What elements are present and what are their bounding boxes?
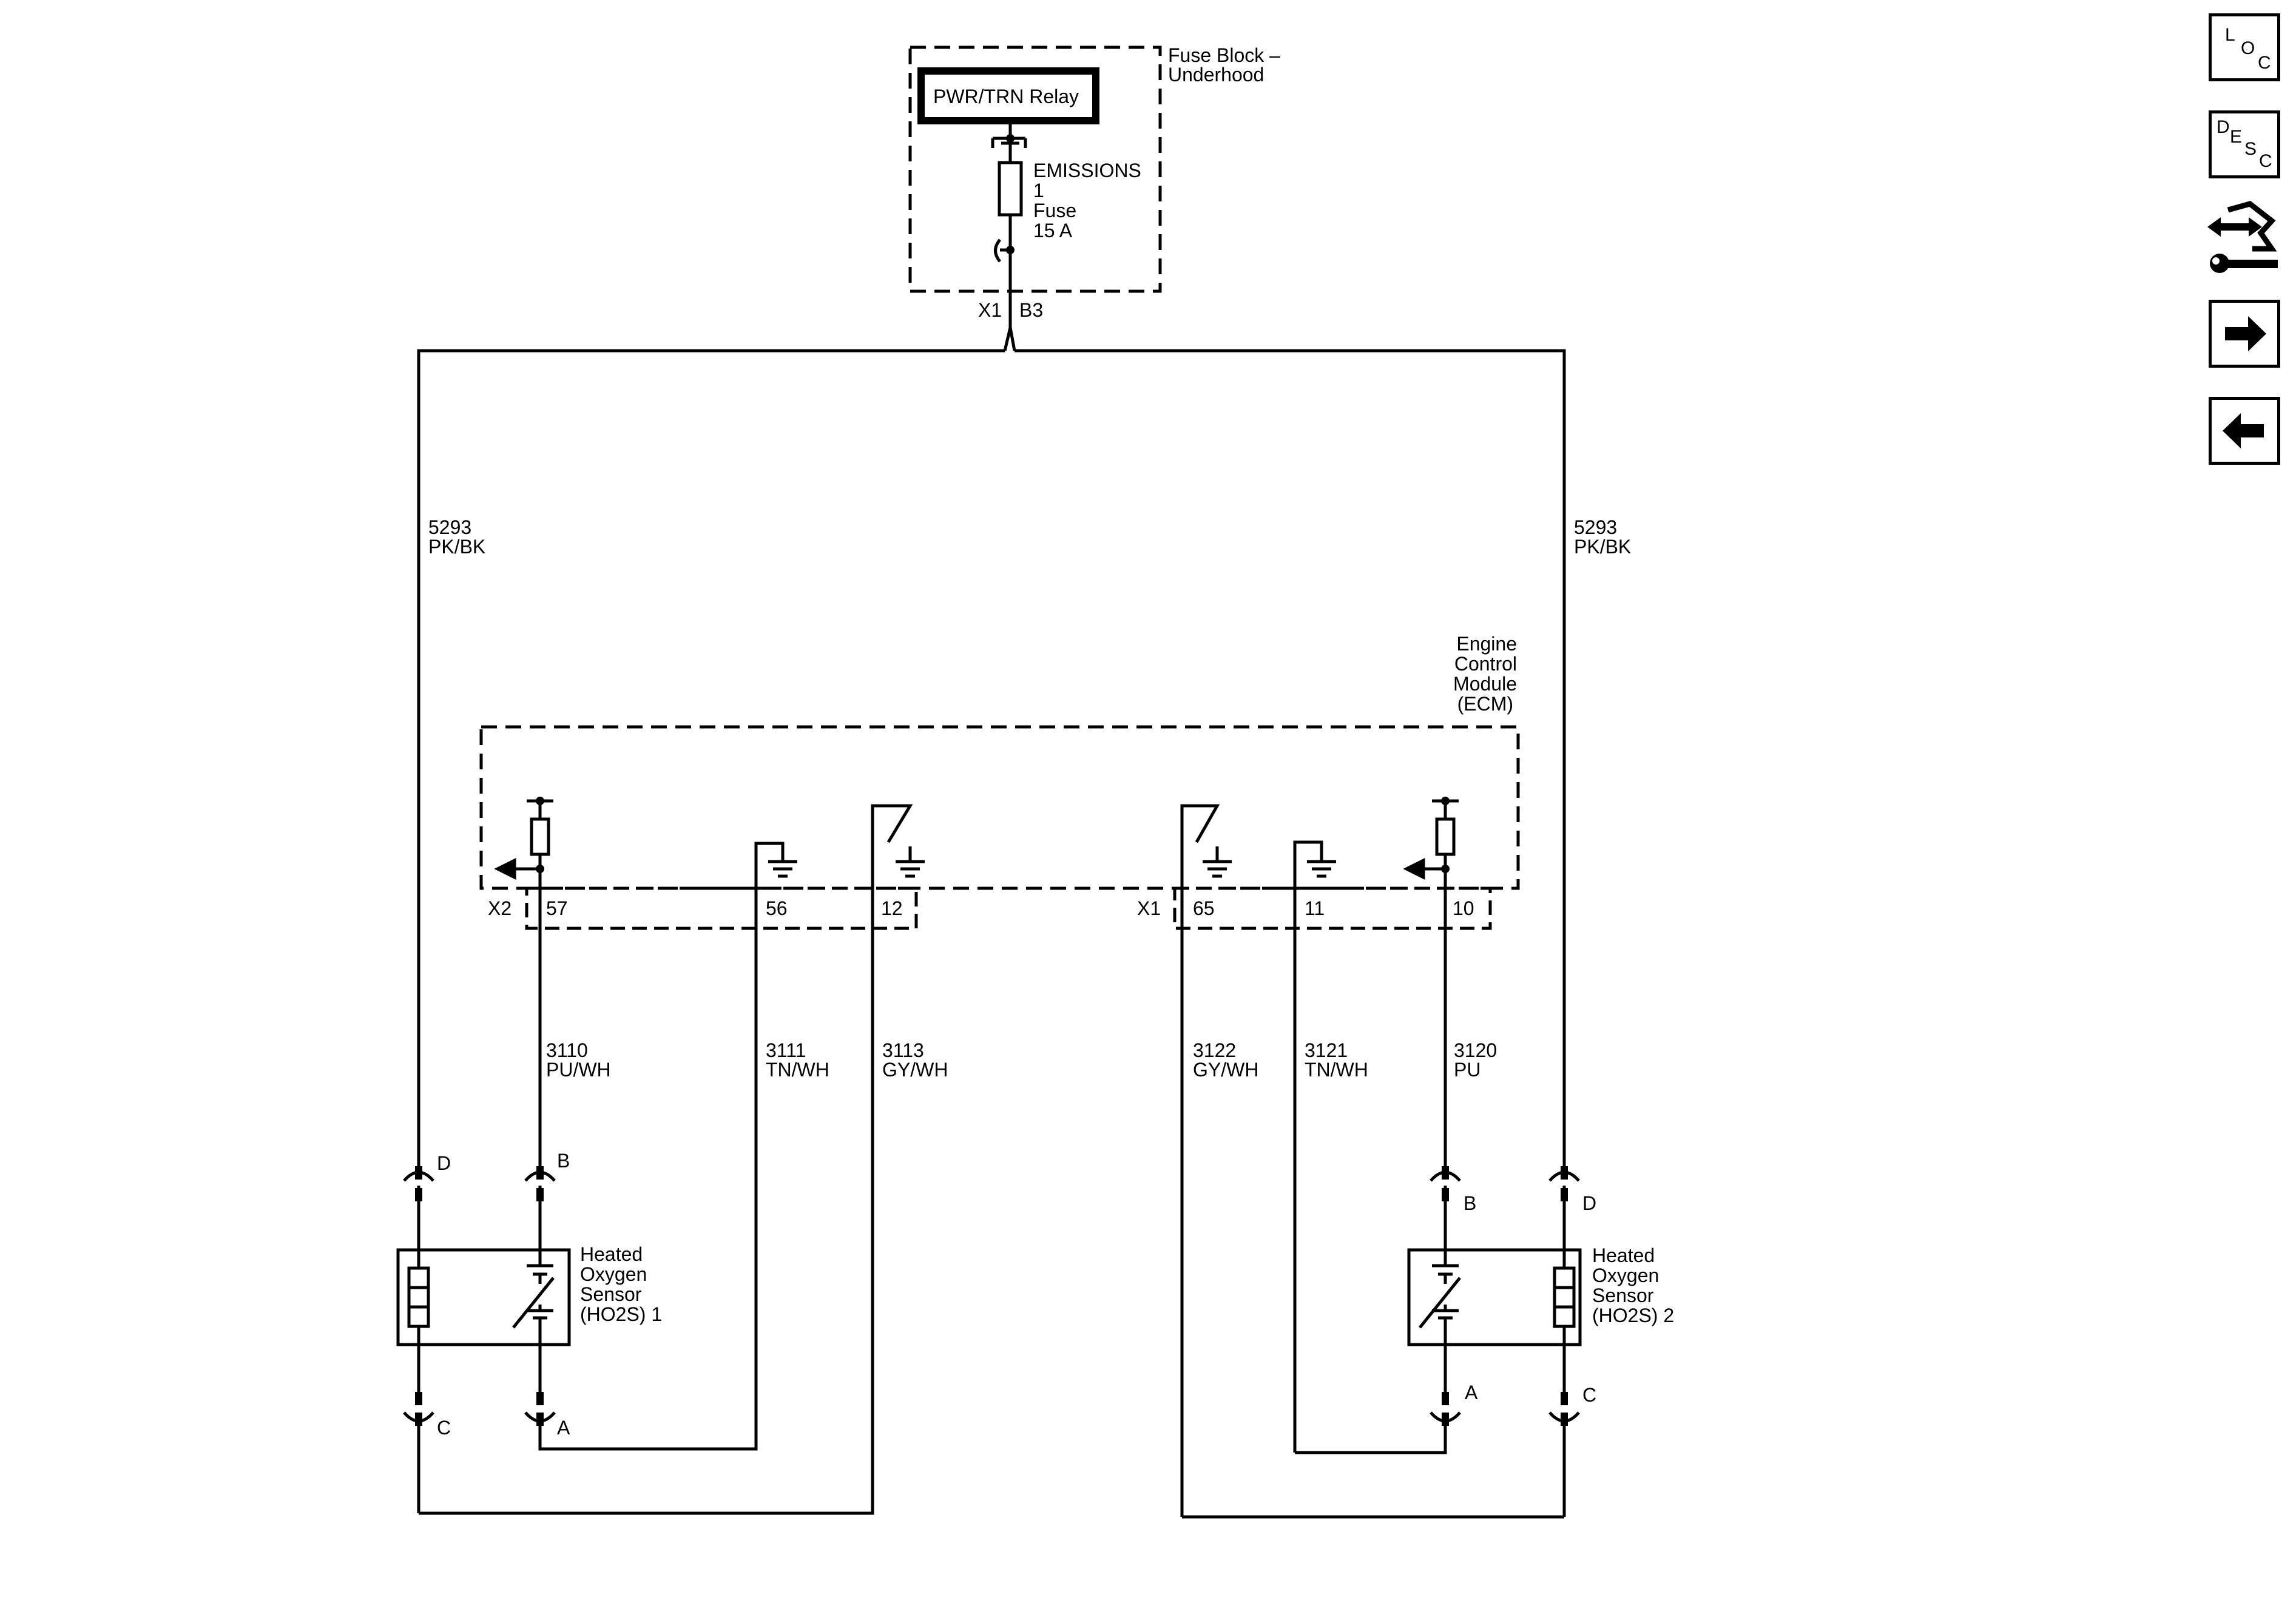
previous-page-button[interactable]	[2209, 397, 2280, 465]
wire-5293-left-num: 5293	[428, 516, 471, 538]
wire-5293-left	[417, 349, 1005, 1166]
fuse-word: Fuse	[1033, 200, 1076, 221]
wire-3121	[1295, 1419, 1447, 1454]
ecm-pin-56: 56	[766, 897, 788, 919]
desc-letter-e: E	[2230, 127, 2243, 147]
fuse-block-box	[908, 46, 1162, 293]
ho2s1-pin-a: A	[557, 1417, 570, 1439]
arrow-left-icon	[2223, 413, 2264, 448]
desc-letter-s: S	[2244, 139, 2257, 159]
fuse-splice-top	[1006, 134, 1015, 143]
ecm-switch-12-icon	[871, 804, 925, 978]
wire-3110-num: 3110	[546, 1039, 588, 1061]
wire-3110-color: PU/WH	[546, 1059, 611, 1081]
ecm-pin-11: 11	[1305, 897, 1325, 919]
wire-3111-color: TN/WH	[766, 1059, 829, 1081]
ho2s2-pin-d: D	[1582, 1192, 1596, 1214]
wire-3121-color: TN/WH	[1305, 1059, 1368, 1081]
ho2s1-heater-icon	[407, 1266, 430, 1328]
loc-letter-c: C	[2258, 53, 2271, 73]
x1-b3-connector-icon	[994, 238, 1001, 263]
ho2s2-box	[1407, 1248, 1582, 1346]
ecm-ground-56-icon	[754, 842, 797, 978]
ho2s1-label-2: Oxygen	[580, 1263, 647, 1285]
ho2s1-pin-d: D	[437, 1152, 451, 1174]
ecm-box	[479, 725, 1520, 890]
ho2s1-label-4: (HO2S) 1	[580, 1303, 662, 1325]
desc-letter-c: C	[2259, 151, 2272, 171]
wire-5293-right-num: 5293	[1574, 516, 1617, 538]
ho2s2-pin-a: A	[1465, 1382, 1478, 1403]
ho2s2-label-3: Sensor	[1592, 1284, 1654, 1306]
wire-5293-right-color: PK/BK	[1574, 536, 1631, 558]
ecm-label-2: Control	[1454, 653, 1517, 675]
description-button[interactable]: D E S C	[2209, 110, 2280, 178]
wire-3113-num: 3113	[882, 1039, 924, 1061]
ecm-pullup-57-icon	[511, 799, 553, 871]
ecm-pin-57: 57	[546, 897, 568, 919]
ho2s2-label-4: (HO2S) 2	[1592, 1305, 1674, 1326]
arrow-right-icon	[2225, 316, 2266, 351]
ho2s1-label-1: Heated	[580, 1243, 643, 1265]
wire-3111-num: 3111	[766, 1039, 806, 1061]
next-page-button[interactable]	[2209, 300, 2280, 368]
ecm-switch-65-icon	[1180, 804, 1232, 1517]
wire-3121-num: 3121	[1305, 1039, 1348, 1061]
fuse-connector: X1	[978, 299, 1002, 321]
relay-label: PWR/TRN Relay	[933, 86, 1079, 107]
wire-3122-num: 3122	[1193, 1039, 1236, 1061]
ho2s1-pin-b: B	[557, 1150, 570, 1172]
ecm-pin-12: 12	[881, 897, 903, 919]
fuse-number: 1	[1033, 180, 1044, 201]
pwr-trn-relay-box	[917, 67, 1099, 124]
wire-5293-right	[1015, 349, 1566, 1166]
ecm-57-splice	[536, 865, 544, 873]
ho2s1-box	[396, 1248, 571, 1346]
fuse-block-title-2: Underhood	[1168, 64, 1264, 86]
wire-3120-num: 3120	[1454, 1039, 1497, 1061]
loc-letter-l: L	[2225, 25, 2235, 45]
location-button[interactable]: L O C	[2209, 13, 2280, 81]
wire-3113-color: GY/WH	[882, 1059, 948, 1081]
ecm-ground-11-icon	[1293, 840, 1336, 1453]
ecm-input-arrow-57	[494, 857, 516, 880]
wire-3111	[538, 978, 758, 1451]
fuse-block-title-1: Fuse Block –	[1168, 44, 1280, 66]
ho2s2-label-1: Heated	[1592, 1244, 1655, 1266]
ho2s2-pin-c: C	[1582, 1384, 1596, 1406]
fuse-rating: 15 A	[1033, 220, 1073, 241]
ho2s2-sensing-element-icon	[1419, 1264, 1461, 1329]
ecm-10-splice	[1441, 865, 1450, 873]
wire-3113	[419, 978, 874, 1515]
wire-3122-color: GY/WH	[1193, 1059, 1258, 1081]
loc-letter-o: O	[2241, 38, 2255, 58]
ecm-pin-65: 65	[1193, 897, 1215, 919]
ho2s1-label-3: Sensor	[580, 1283, 642, 1305]
ecm-connector-x1-box	[1173, 886, 1492, 930]
ecm-pin-10: 10	[1453, 897, 1474, 919]
ecm-label-3: Module	[1453, 673, 1517, 695]
ecm-label-1: Engine	[1456, 633, 1517, 655]
ho2s2-label-2: Oxygen	[1592, 1264, 1659, 1286]
ecm-conn-x1: X1	[1137, 897, 1161, 919]
wire-3120-color: PU	[1454, 1059, 1481, 1081]
wire-5293-left-color: PK/BK	[428, 536, 485, 558]
ecm-label-4: (ECM)	[1457, 693, 1513, 715]
ecm-input-arrow-10	[1403, 857, 1425, 880]
ho2s1-pin-c: C	[437, 1417, 451, 1439]
emissions-fuse-symbol	[998, 161, 1023, 217]
ecm-connector-x2-box	[525, 886, 918, 930]
desc-letter-d: D	[2217, 117, 2230, 137]
ho2s1-sensing-element-icon	[512, 1264, 555, 1329]
ecm-pullup-10-icon	[1421, 799, 1459, 871]
ecm-conn-x2: X2	[488, 897, 512, 919]
fuse-name: EMISSIONS	[1033, 160, 1141, 181]
connector-tool-icon[interactable]	[2206, 198, 2285, 283]
ho2s2-pin-b: B	[1464, 1192, 1476, 1214]
fuse-splice-bottom	[1006, 246, 1015, 254]
fuse-pin: B3	[1019, 299, 1043, 321]
ho2s2-heater-icon	[1553, 1266, 1576, 1328]
